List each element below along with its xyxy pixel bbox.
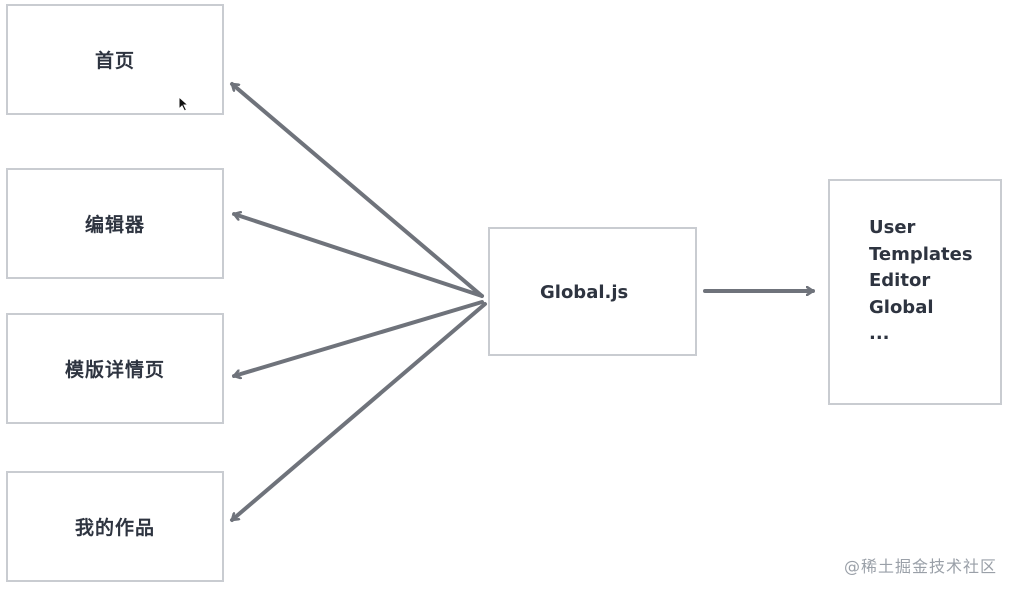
mouse-cursor-icon (178, 96, 190, 112)
store-modules-node: User Templates Editor Global ... (828, 179, 1002, 405)
arrow-global-to-template-detail (232, 300, 484, 376)
page-node-editor-label: 编辑器 (84, 214, 145, 236)
global-module-node: Global.js (488, 227, 697, 356)
page-node-home: 首页 (6, 4, 224, 115)
global-module-label: Global.js (540, 282, 629, 303)
arrow-global-to-home (230, 82, 484, 298)
page-node-template-detail: 模版详情页 (6, 313, 224, 424)
store-module-item: ... (869, 323, 890, 344)
store-module-item: Templates (869, 243, 973, 265)
page-node-my-works: 我的作品 (6, 471, 224, 582)
watermark: @稀土掘金技术社区 (843, 557, 997, 576)
page-node-editor: 编辑器 (6, 168, 224, 279)
page-node-template-detail-label: 模版详情页 (64, 359, 165, 381)
store-module-item: Global (869, 296, 934, 318)
arrow-global-to-editor (232, 214, 484, 298)
page-node-my-works-label: 我的作品 (74, 517, 155, 539)
store-module-item: Editor (869, 270, 931, 291)
store-module-list: User Templates Editor Global ... (869, 215, 973, 348)
store-module-item: User (869, 217, 916, 238)
page-node-home-label: 首页 (94, 50, 135, 72)
arrow-global-to-my-works (230, 302, 487, 522)
